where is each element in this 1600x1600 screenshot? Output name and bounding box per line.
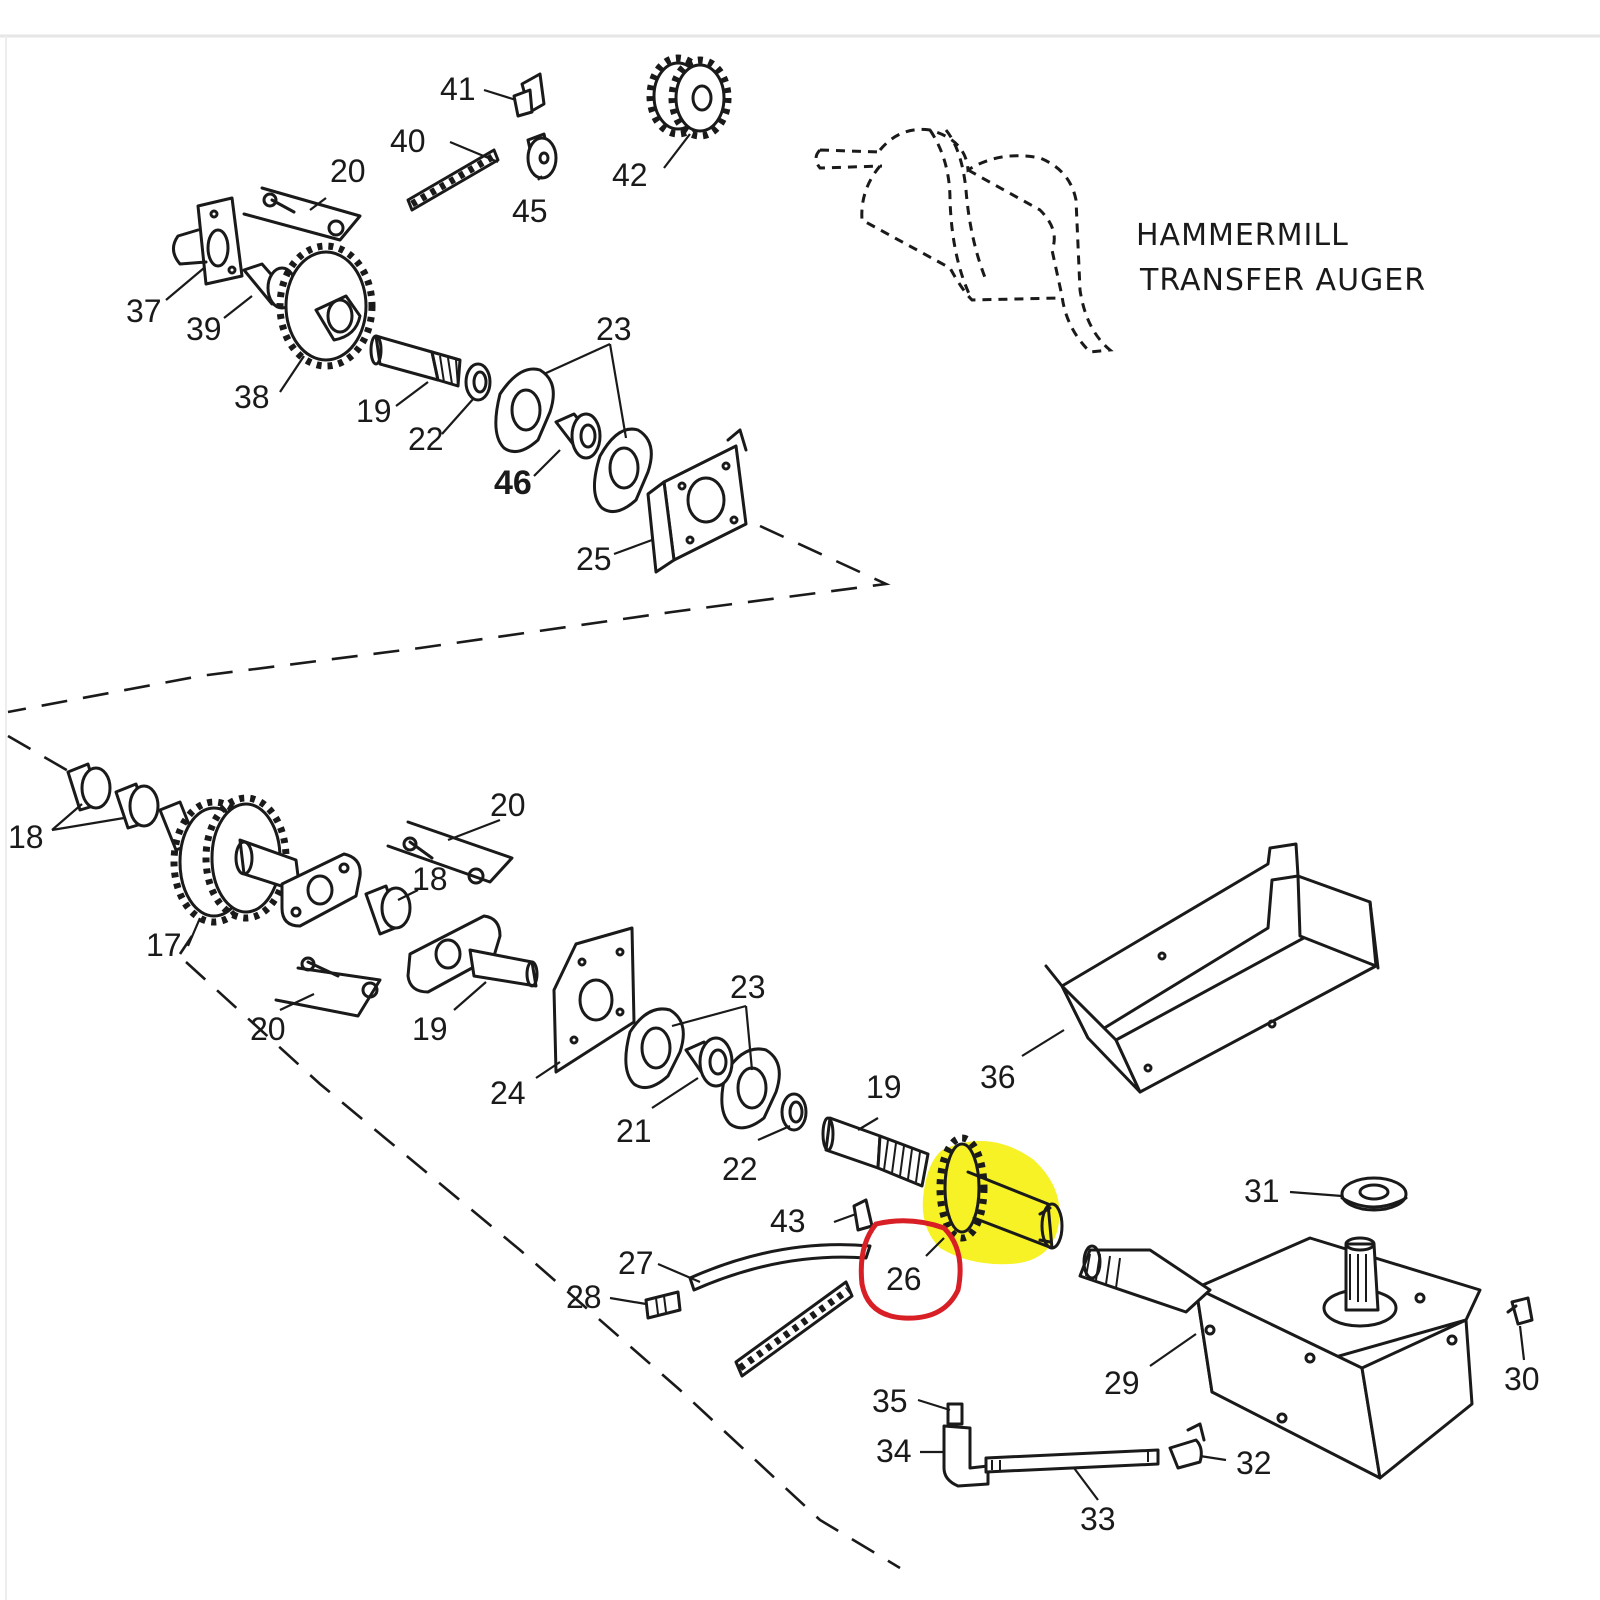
part-33-rod — [984, 1448, 1160, 1474]
part-17-plate — [280, 852, 362, 928]
label-31: 31 — [1244, 1173, 1280, 1209]
label-45: 45 — [512, 193, 548, 229]
part-45-bushing — [526, 132, 558, 180]
label-42: 42 — [612, 157, 648, 193]
label-32: 32 — [1236, 1445, 1272, 1481]
label-37: 37 — [126, 293, 162, 329]
label-17: 17 — [146, 927, 182, 963]
part-19b-flange-shaft — [406, 914, 539, 994]
label-36: 36 — [980, 1059, 1016, 1095]
diagram-title-line1: HAMMERMILL — [1136, 218, 1349, 253]
label-18-a: 18 — [8, 819, 44, 855]
boundary-upper — [7, 524, 891, 714]
callout-circle — [858, 1218, 963, 1321]
highlight-marker — [922, 1141, 1060, 1265]
label-19-a: 19 — [356, 393, 392, 429]
part-22b-collar — [780, 1092, 808, 1132]
part-21-bearing — [684, 1036, 734, 1088]
label-19-c: 19 — [866, 1069, 902, 1105]
part-36-shield — [1044, 842, 1380, 1094]
label-34: 34 — [876, 1433, 912, 1469]
part-20a-hardware — [242, 186, 362, 242]
label-27: 27 — [618, 1245, 654, 1281]
part-26-chain — [734, 1280, 854, 1378]
part-31-seal — [1340, 1176, 1408, 1212]
label-21: 21 — [616, 1113, 652, 1149]
diagram-title-line2: TRANSFER AUGER — [1139, 263, 1426, 298]
hammermill-outline — [814, 127, 1114, 354]
label-39: 39 — [186, 311, 222, 347]
part-40-chain — [406, 148, 500, 212]
part-43-fitting — [852, 1198, 874, 1232]
part-22a-collar — [464, 362, 492, 402]
label-25: 25 — [576, 541, 612, 577]
label-33: 33 — [1080, 1501, 1116, 1537]
boundary-lower-diagonal — [185, 961, 901, 1570]
part-42-sprocket — [646, 54, 732, 140]
label-35: 35 — [872, 1383, 908, 1419]
label-19-b: 19 — [412, 1011, 448, 1047]
part-27-tube — [688, 1243, 872, 1292]
boundary-lower-left — [7, 734, 71, 774]
label-22-b: 22 — [722, 1151, 758, 1187]
label-38: 38 — [234, 379, 270, 415]
leader-lines — [51, 88, 1526, 1501]
part-24-plate — [552, 926, 636, 1074]
part-28-fitting — [644, 1290, 682, 1320]
part-23a-flanges — [494, 367, 653, 514]
part-20b-hardware — [386, 820, 514, 885]
part-46-bearing — [554, 412, 602, 460]
part-26-sprocket-hub — [936, 1134, 1064, 1250]
label-20-b: 20 — [490, 787, 526, 823]
part-19a-shaft — [369, 334, 462, 388]
label-41: 41 — [440, 71, 476, 107]
label-26: 26 — [886, 1261, 922, 1297]
part-35-fitting — [946, 1402, 964, 1426]
part-20c-hardware — [274, 956, 382, 1018]
label-20-c: 20 — [250, 1011, 286, 1047]
part-37-flange — [172, 196, 244, 286]
part-29-gearbox — [1078, 1236, 1482, 1480]
part-labels: 41 40 42 45 20 37 39 38 19 22 23 46 25 1… — [8, 71, 1540, 1537]
part-17-sprocket — [158, 794, 302, 926]
label-22-a: 22 — [408, 421, 444, 457]
label-29: 29 — [1104, 1365, 1140, 1401]
part-34-elbow — [942, 1424, 990, 1488]
part-32-elbow — [1168, 1422, 1206, 1470]
part-18b-bushing — [364, 884, 412, 936]
label-18-b: 18 — [412, 861, 448, 897]
label-28: 28 — [566, 1279, 602, 1315]
part-25-bracket — [646, 428, 748, 574]
part-18a-bushings — [66, 762, 160, 830]
label-30: 30 — [1504, 1361, 1540, 1397]
label-24: 24 — [490, 1075, 526, 1111]
part-38-sprocket — [276, 242, 376, 370]
label-20-a: 20 — [330, 153, 366, 189]
label-23-b: 23 — [730, 969, 766, 1005]
part-23b-flanges — [624, 1007, 781, 1130]
part-30-clip — [1506, 1296, 1534, 1326]
label-43: 43 — [770, 1203, 806, 1239]
part-19c-splined-shaft — [821, 1116, 930, 1188]
label-23-a: 23 — [596, 311, 632, 347]
label-40: 40 — [390, 123, 426, 159]
part-41-bracket — [512, 72, 546, 118]
label-46: 46 — [494, 464, 532, 502]
